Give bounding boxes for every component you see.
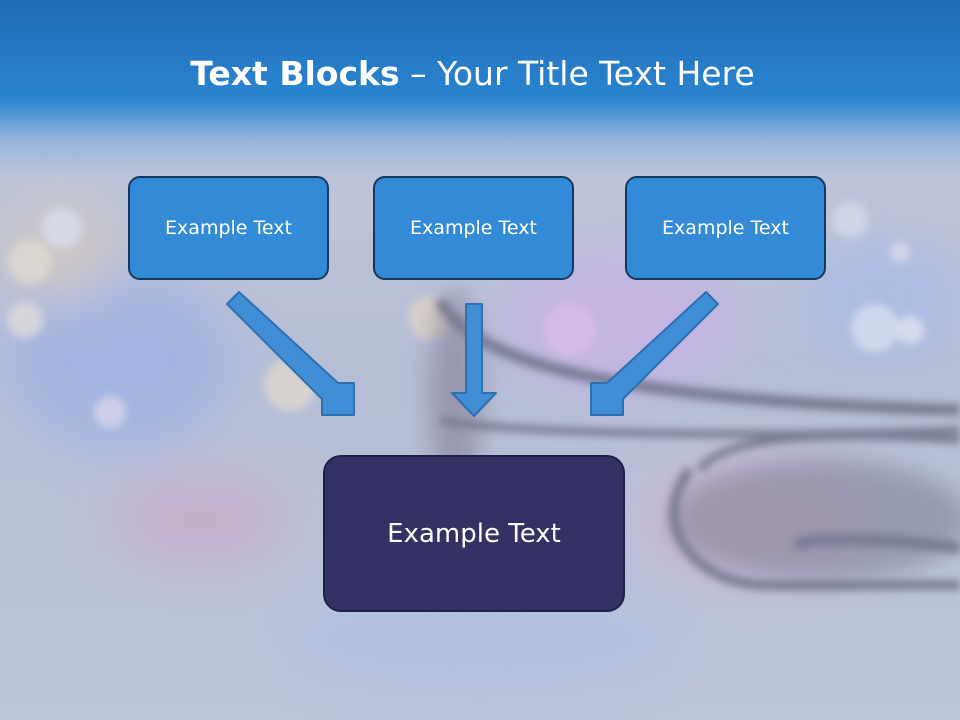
title-rest: – Your Title Text Here <box>399 54 755 93</box>
header-band <box>0 0 960 180</box>
text-block-3-label: Example Text <box>662 217 789 239</box>
target-block-label: Example Text <box>387 518 561 549</box>
arrow-down-left <box>590 291 719 416</box>
text-block-2[interactable]: Example Text <box>373 176 574 280</box>
title-bold-part: Text Blocks <box>190 54 400 93</box>
target-block[interactable]: Example Text <box>323 455 625 612</box>
text-block-1[interactable]: Example Text <box>128 176 329 280</box>
arrow-down-right <box>226 291 355 416</box>
text-block-1-label: Example Text <box>165 217 292 239</box>
slide-title: Text Blocks – Your Title Text Here <box>0 52 945 96</box>
text-block-3[interactable]: Example Text <box>625 176 826 280</box>
arrow-down <box>451 303 497 417</box>
text-block-2-label: Example Text <box>410 217 537 239</box>
